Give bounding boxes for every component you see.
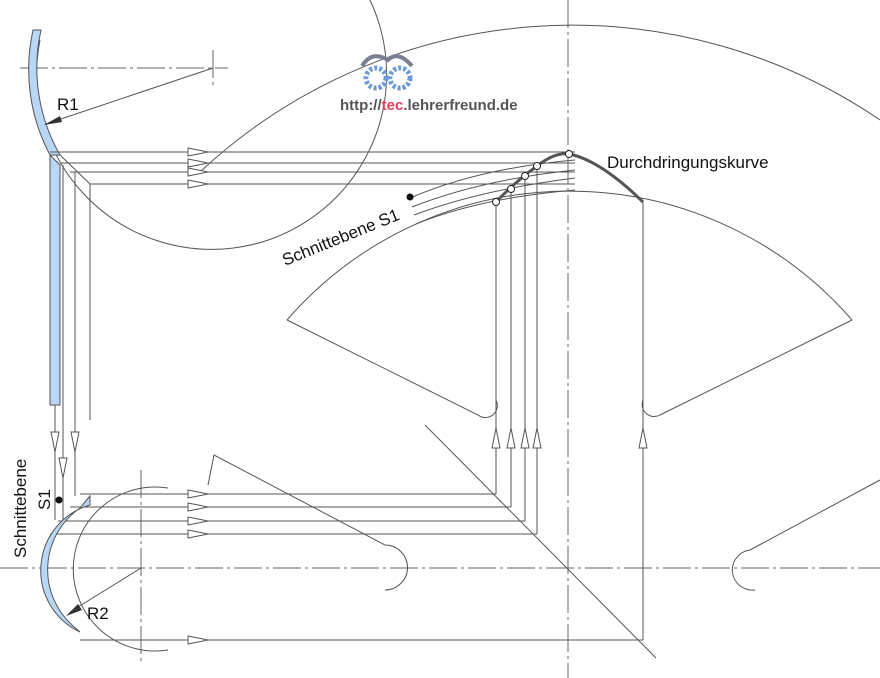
r2-profile (40, 486, 169, 652)
gear-icon (387, 65, 413, 91)
section-point-left (55, 496, 63, 504)
projection-lines-vertical (491, 166, 648, 640)
projection-lines-left (50, 165, 80, 520)
r1-arrow-icon (44, 116, 62, 125)
upper-circle-arc (36, 0, 388, 250)
cut-shape-left (207, 454, 408, 591)
gear-icon (363, 65, 389, 91)
section-plane-arcs (409, 159, 576, 225)
r1-label: R1 (57, 95, 79, 114)
outer-cylinder-arc (199, 24, 880, 173)
projection-lines-bottom (50, 489, 643, 645)
miter-line (424, 424, 657, 659)
owl-icon (360, 54, 414, 68)
projection-lines-top (50, 147, 575, 189)
section-point-top (406, 193, 414, 201)
svg-text:http://tec.lehrerfreund.de: http://tec.lehrerfreund.de (340, 97, 518, 114)
section-plane-left-label: Schnittebene (11, 459, 30, 558)
logo: http://tec.lehrerfreund.de (340, 54, 518, 114)
curve-label: Durchdringungskurve (607, 153, 769, 172)
cut-shape-right (731, 479, 880, 591)
r2-label: R2 (87, 604, 109, 623)
penetration-curve (492, 150, 645, 206)
section-plane-top-label: Schnittebene S1 (279, 205, 402, 269)
r2-arrow-icon (66, 604, 82, 616)
section-plane-left-id: S1 (35, 489, 54, 510)
r1-profile (28, 29, 214, 420)
